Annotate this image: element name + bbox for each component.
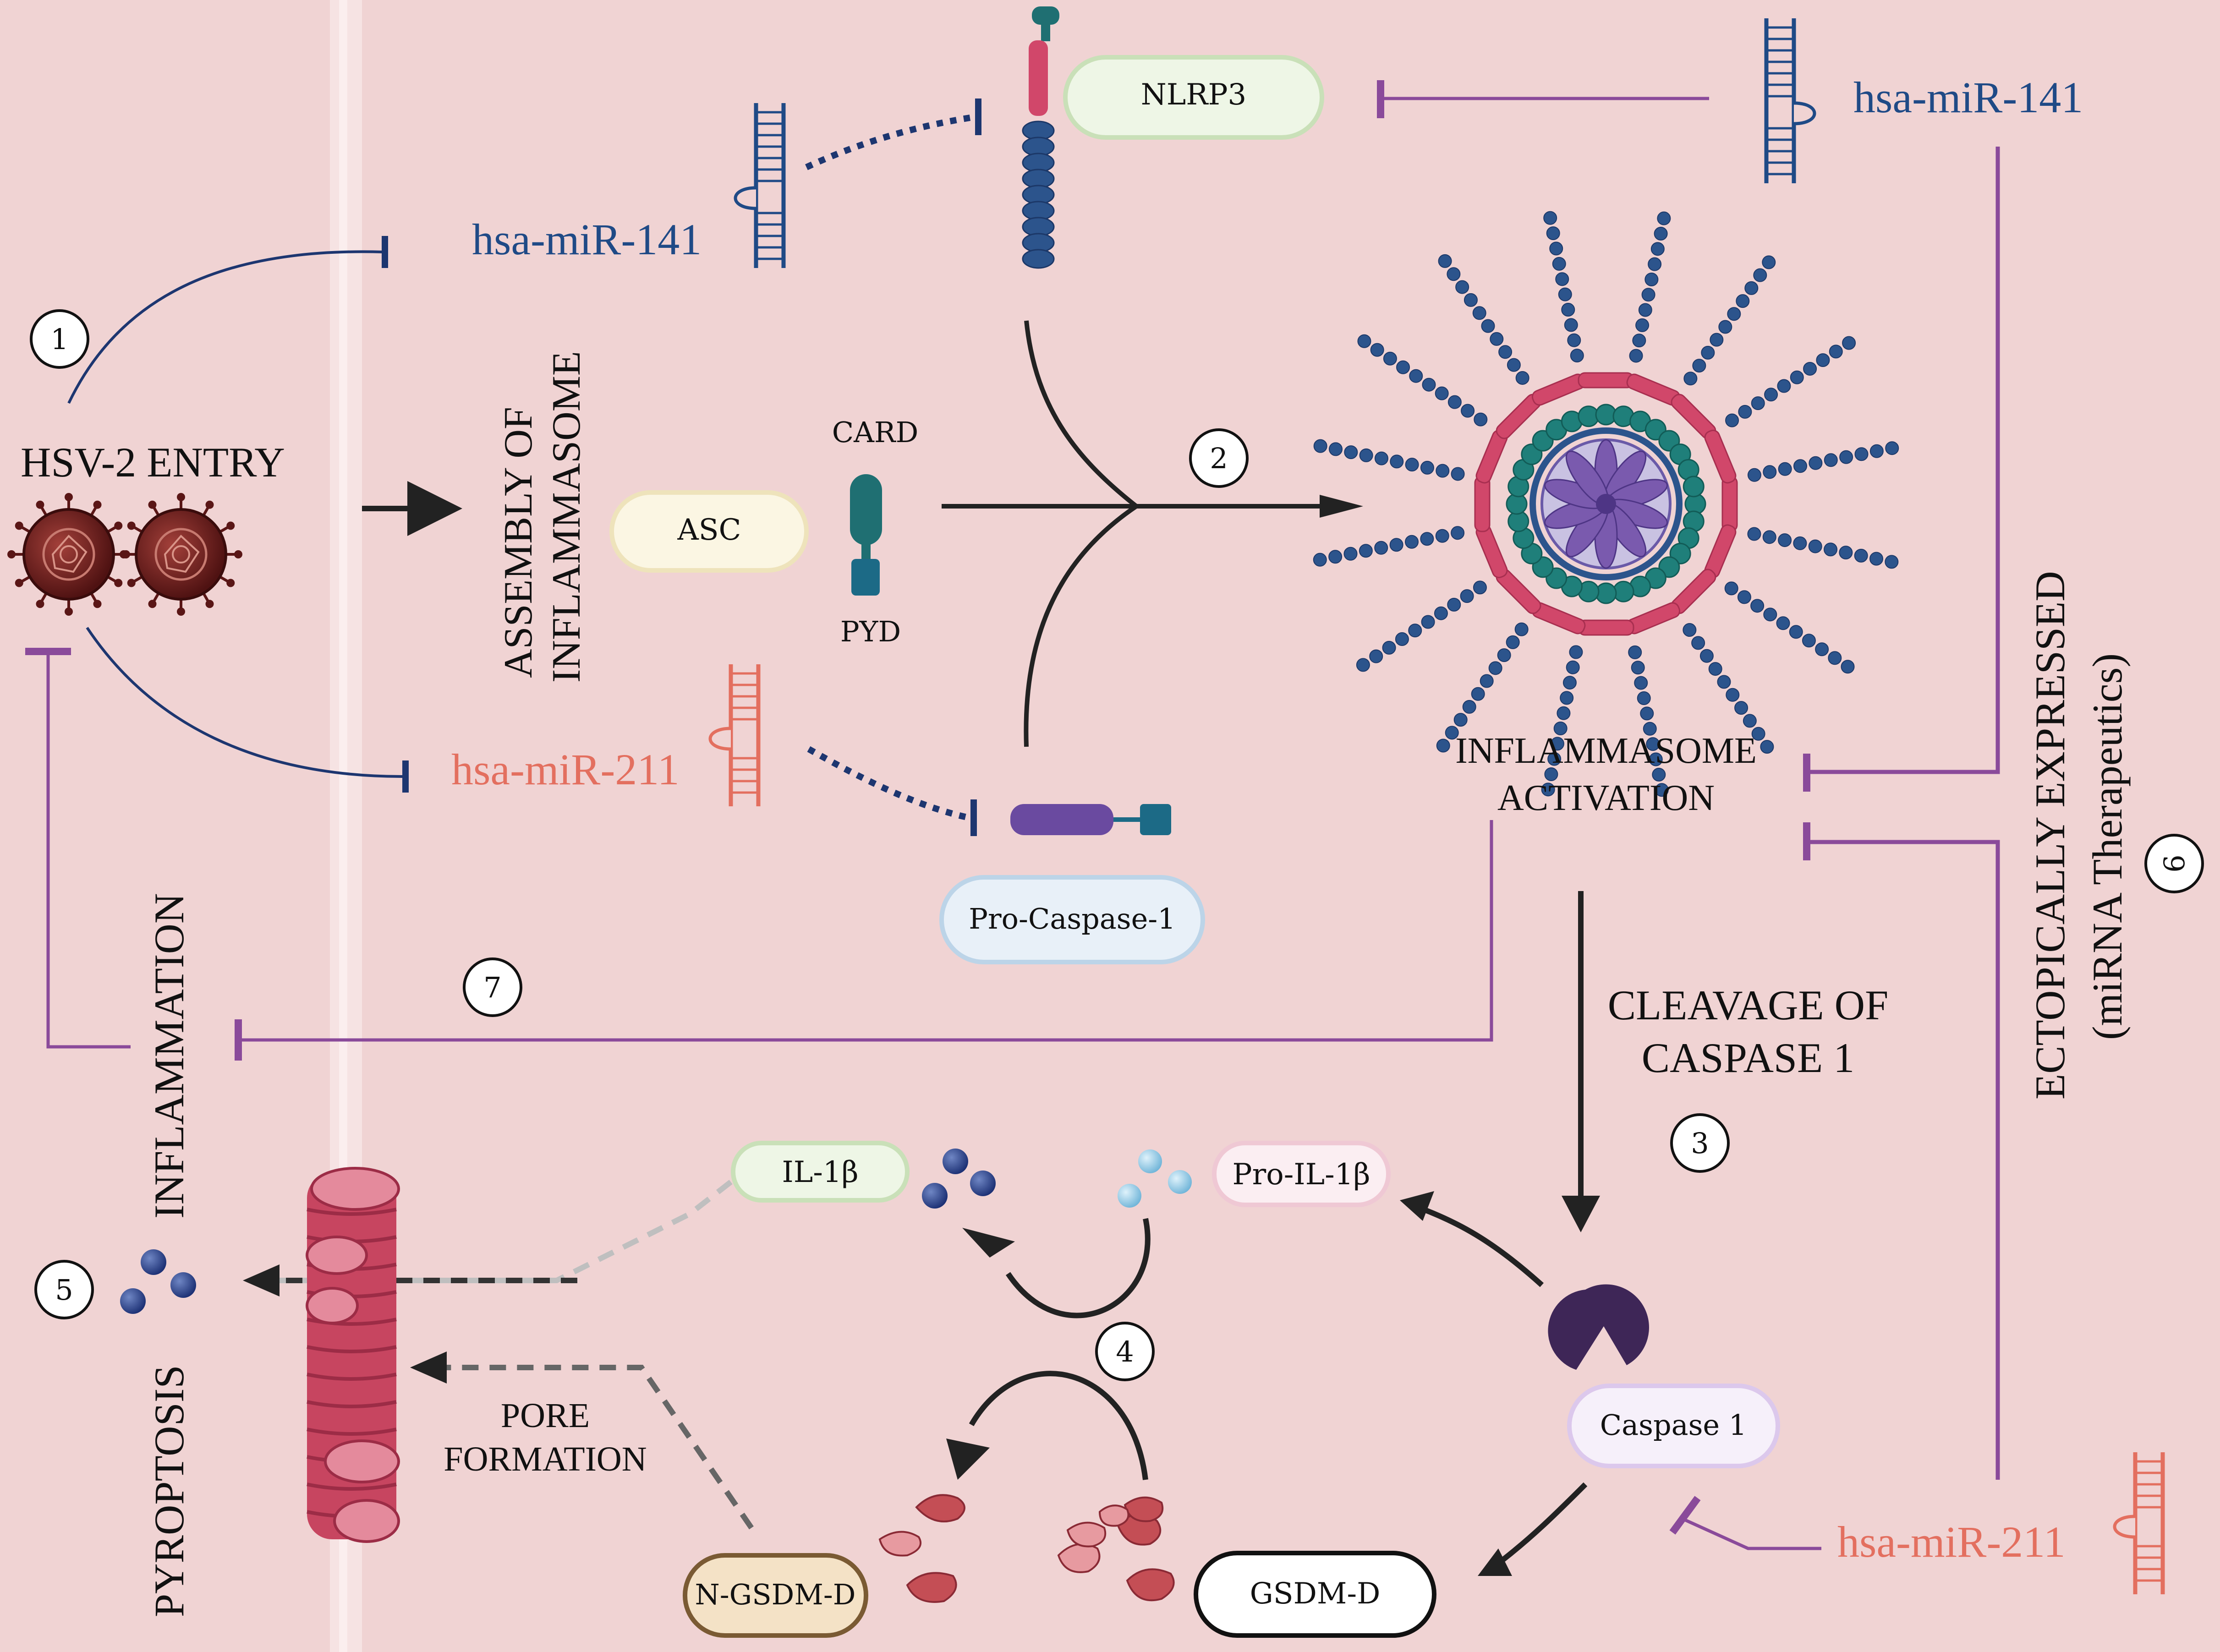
- assembly-label-1: ASSEMBLY OF: [496, 407, 541, 678]
- step-marker-4: 4: [1095, 1322, 1155, 1381]
- virus-icon: [120, 493, 242, 616]
- dotted-inhibit-mir211-procasp: [807, 746, 970, 821]
- pyroptosis-label: PYROPTOSIS: [146, 1365, 192, 1617]
- arrow-casp-to-proil1b: [1410, 1202, 1544, 1287]
- mirna-hairpin-icon: [734, 103, 786, 268]
- inhibit-line-hsv-to-mir141: [67, 250, 383, 404]
- arrow-procasp-converge: [1024, 504, 1138, 747]
- caspase1-enzyme-icon: [1548, 1284, 1649, 1370]
- pro-il1b-label: Pro-IL-1β: [1233, 1158, 1370, 1192]
- mirna-hairpin-icon: [1764, 18, 1816, 183]
- pore-label-2: FORMATION: [444, 1440, 647, 1478]
- step-number: 1: [50, 323, 68, 356]
- asc-domain-icon: [850, 474, 882, 596]
- n-gsdmd-pill: [683, 1553, 868, 1638]
- caspase1-pill: [1567, 1384, 1780, 1468]
- asc-pill: [609, 490, 809, 573]
- inhibit-line-activation-to-inflammation: [241, 820, 1493, 1042]
- pro-caspase-protein-icon: [1010, 804, 1171, 835]
- pore-label-1: PORE: [501, 1396, 590, 1435]
- arrowhead: [946, 1439, 990, 1480]
- pyd-label: PYD: [840, 615, 901, 648]
- inhibit-line-mir211-casp1: [1684, 1518, 1821, 1550]
- nlrp3-label: NLRP3: [1141, 78, 1246, 112]
- step-number: 3: [1691, 1127, 1709, 1160]
- arrowhead: [1320, 495, 1363, 518]
- il1b-pill: [731, 1141, 910, 1203]
- inflammasome-activation-label-2: ACTIVATION: [1497, 778, 1715, 818]
- n-gsdmd-label: N-GSDM-D: [695, 1578, 855, 1611]
- pro-il1b-pill: [1212, 1141, 1391, 1207]
- il1b-label: IL-1β: [782, 1155, 858, 1189]
- ectopic-label-2: (miRNA Therapeutics): [2084, 653, 2131, 1040]
- inflammation-label: INFLAMMATION: [146, 893, 192, 1219]
- pro-il1b-beads-icon: [1118, 1149, 1192, 1208]
- inhibit-line-inflammation-to-hsv: [46, 653, 131, 1049]
- arrow-casp-to-gsdmd: [1492, 1482, 1588, 1569]
- dashed-pore-formation: [440, 1365, 754, 1530]
- inhibit-line-hsv-to-mir211: [86, 627, 404, 778]
- arrowhead: [1562, 1196, 1600, 1232]
- mir211-label-right: hsa-miR-211: [1837, 1517, 2066, 1566]
- step-marker-3: 3: [1670, 1113, 1730, 1173]
- step-number: 5: [55, 1273, 73, 1307]
- mir141-label-left: hsa-miR-141: [472, 215, 702, 264]
- assembly-label-2: INFLAMMASOME: [544, 351, 589, 683]
- arrowhead: [1478, 1548, 1512, 1576]
- hsv2-entry-label: HSV-2 ENTRY: [21, 439, 285, 486]
- step-number: 2: [1210, 442, 1228, 475]
- cleavage-label-2: CASPASE 1: [1642, 1034, 1855, 1081]
- arrowhead: [243, 1264, 280, 1296]
- step-marker-7: 7: [463, 957, 522, 1017]
- gasdermin-pore-icon: [306, 1167, 400, 1543]
- step-marker-2: 2: [1189, 428, 1249, 488]
- ectopic-line-mir211: [1808, 840, 2000, 1480]
- step-number: 6: [2158, 854, 2191, 872]
- cleavage-label-1: CLEAVAGE OF: [1608, 982, 1889, 1028]
- gsdmd-label: GSDM-D: [1250, 1577, 1381, 1611]
- inflammasome-activation-label-1: INFLAMMASOME: [1455, 731, 1757, 771]
- step-marker-6: 6: [2144, 834, 2204, 893]
- pro-caspase1-pill: [939, 875, 1205, 964]
- gsdmd-fragments-icon: [878, 1494, 1175, 1603]
- inhibit-bar: [1669, 1496, 1701, 1535]
- asc-label: ASC: [677, 513, 741, 547]
- arrow-nlrp3-converge: [1024, 320, 1138, 508]
- mir141-label-right: hsa-miR-141: [1853, 73, 2083, 122]
- arrow-proil1b-to-il1b: [1006, 1218, 1151, 1318]
- ectopic-label-1: ECTOPICALLY EXPRESSED: [2027, 571, 2073, 1100]
- pro-caspase1-label: Pro-Caspase-1: [969, 902, 1175, 935]
- ectopic-line-mir141: [1808, 147, 2000, 774]
- dotted-inhibit-mir141-nlrp3: [805, 114, 977, 170]
- il1b-beads-icon: [922, 1149, 996, 1209]
- nlrp3-pill: [1063, 55, 1324, 140]
- card-label: CARD: [832, 416, 919, 449]
- caspase1-label: Caspase 1: [1600, 1408, 1747, 1442]
- mirna-hairpin-icon: [2113, 1452, 2165, 1594]
- arrowhead: [410, 1351, 447, 1384]
- mirna-hairpin-icon: [708, 664, 761, 806]
- gsdmd-pill: [1194, 1551, 1436, 1638]
- nlrp3-receptor-icon: [1022, 6, 1059, 269]
- virus-icon: [7, 493, 130, 616]
- inflammasome-complex-icon: [1313, 211, 1899, 797]
- arrow-gsdmd-to-ngsdmd: [969, 1371, 1148, 1480]
- step-marker-5: 5: [34, 1260, 94, 1319]
- arrowhead: [1400, 1191, 1434, 1221]
- step-number: 7: [483, 971, 501, 1004]
- arrowhead: [962, 1228, 1015, 1258]
- step-marker-1: 1: [30, 309, 89, 369]
- mir211-label-left: hsa-miR-211: [451, 745, 680, 794]
- released-il1b-beads-icon: [120, 1249, 196, 1314]
- step-number: 4: [1116, 1335, 1134, 1368]
